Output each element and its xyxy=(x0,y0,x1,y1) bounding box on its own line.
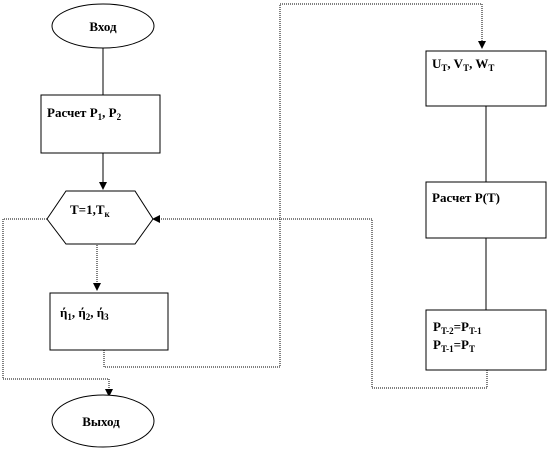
connector-update-back-to-loop xyxy=(152,215,488,389)
eta-label: ή1, ή2, ή3 xyxy=(60,305,109,322)
start-label: Вход xyxy=(89,19,117,34)
start-node xyxy=(51,3,155,49)
update-line-2: PT-1=PT xyxy=(433,337,475,354)
calc-pt-label: Расчет P(T) xyxy=(432,190,500,205)
connector-eta-to-uvw xyxy=(103,3,486,368)
update-line-1: PT-2=PT-1 xyxy=(433,319,482,336)
connector-loop-exit-to-end xyxy=(2,218,113,397)
loop-node xyxy=(46,190,154,245)
uvw-label: UT, VT, WT xyxy=(432,56,494,73)
calc-p-node xyxy=(40,94,161,154)
update-node xyxy=(425,309,547,371)
loop-label: T=1,Tк xyxy=(70,202,111,219)
calc-pt-node xyxy=(425,181,547,239)
calc-p-label: Расчет P1, P2 xyxy=(47,105,122,122)
eta-node xyxy=(49,292,169,351)
uvw-node xyxy=(425,50,547,107)
end-node xyxy=(51,394,155,448)
end-label: Выход xyxy=(82,414,120,429)
